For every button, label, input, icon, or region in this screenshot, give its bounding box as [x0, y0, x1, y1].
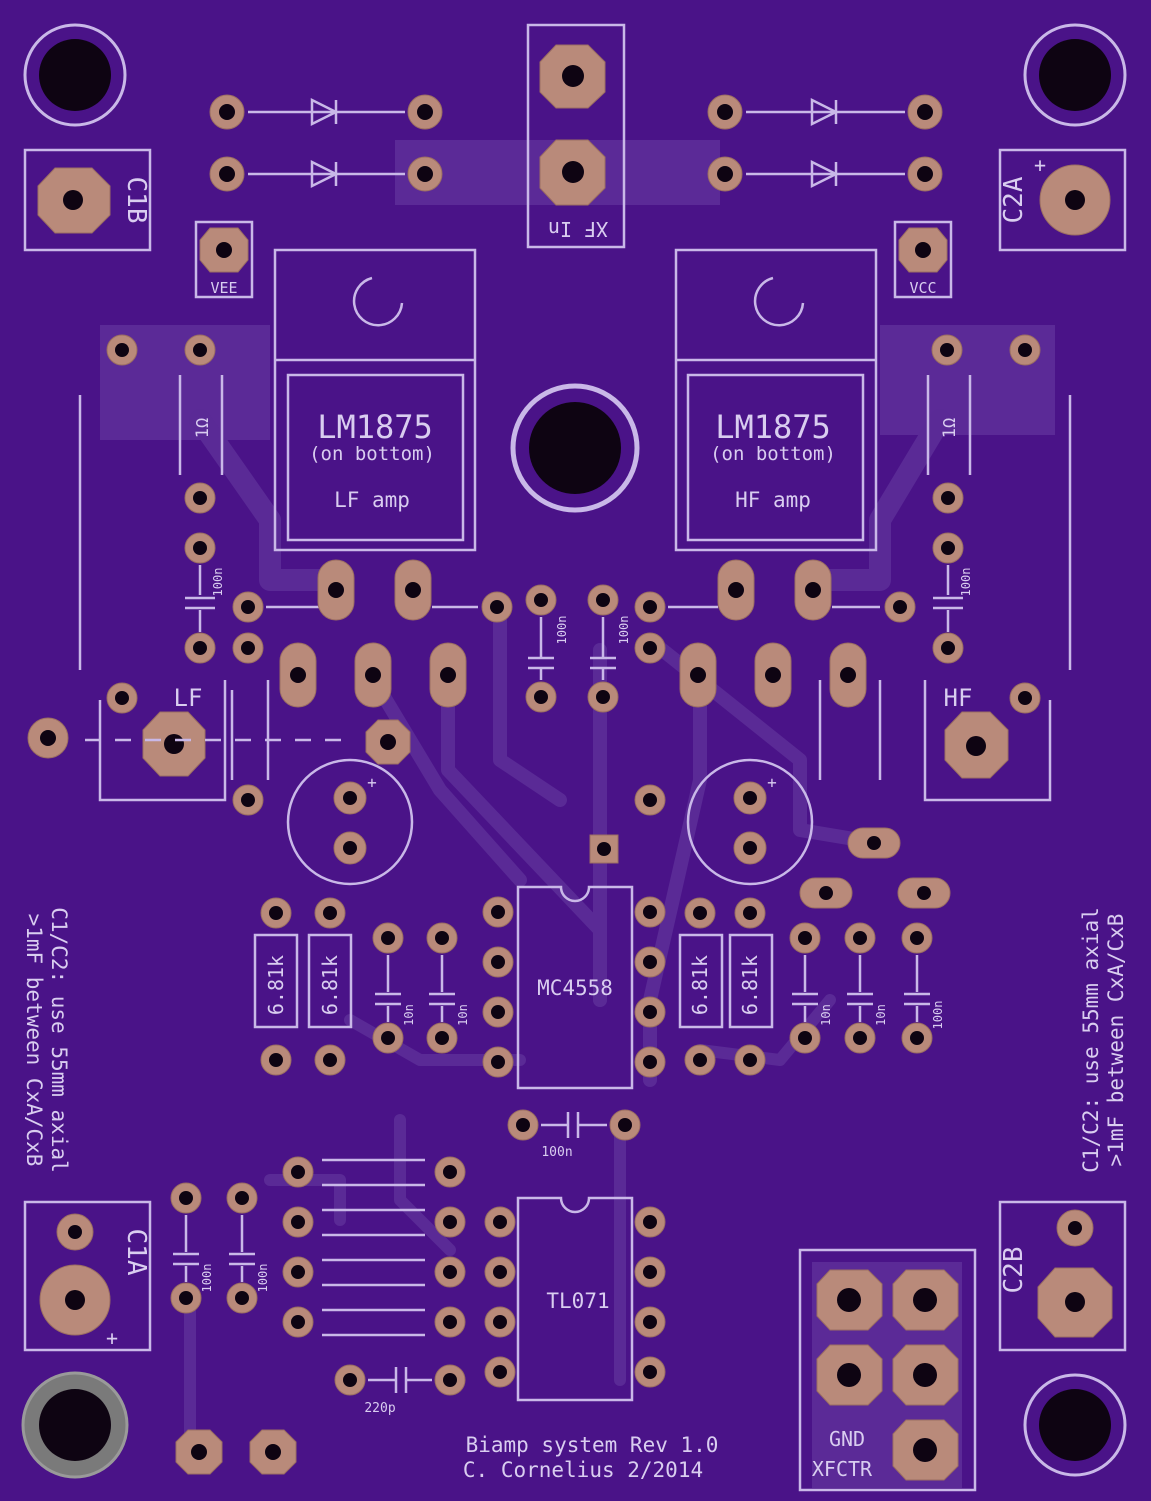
lf-chip-role: LF amp [334, 488, 410, 512]
svg-text:+: + [767, 773, 777, 792]
note-left-line2: >1mF between CxA/CxB [22, 914, 46, 1167]
r-681k-3-label: 6.81k [688, 955, 712, 1015]
cap-220p-label: 220p [364, 1401, 395, 1416]
r-1ohm-left-label: 1Ω [193, 418, 213, 438]
r-1ohm-right-label: 1Ω [940, 418, 960, 438]
c2b-terminal: C2B [998, 1200, 1127, 1352]
note-right-line1: C1/C2: use 55mm axial [1079, 907, 1103, 1173]
c1a-label: C1A [121, 1229, 151, 1276]
tl071-chip: TL071 [484, 1196, 666, 1402]
title-line-1: Biamp system Rev 1.0 [466, 1433, 719, 1457]
c2b-label: C2B [999, 1247, 1029, 1294]
svg-text:+: + [367, 773, 377, 792]
vee-label: VEE [210, 279, 237, 297]
lm1875-hf-amp: LM1875 (on bottom) HF amp [674, 248, 878, 552]
cap-220p: 220p [334, 1364, 466, 1416]
hf-chip-role: HF amp [735, 488, 811, 512]
c2a-label: C2A [999, 176, 1029, 223]
tl071-label: TL071 [546, 1289, 609, 1313]
c1a-terminal: C1A + [23, 1200, 152, 1352]
cap-100n-bridge-label: 100n [541, 1145, 572, 1160]
cap-10n-2-label: 10n [456, 1004, 470, 1026]
lf-resistor-pads [232, 559, 513, 708]
resistor-array [282, 1156, 466, 1338]
mount-hole-bottom-right [1023, 1373, 1127, 1477]
note-left: C1/C2: use 55mm axial >1mF between CxA/C… [22, 907, 71, 1173]
note-left-line1: C1/C2: use 55mm axial [47, 907, 71, 1173]
xf-in-label: XF In [548, 217, 608, 241]
c2a-plus: + [1034, 153, 1046, 177]
bottom-left-caps: 100n 100n [170, 1182, 270, 1314]
xfctr-label: XFCTR [812, 1457, 873, 1481]
electrolytic-cap-right: + [686, 758, 814, 886]
mount-hole-top-right [1023, 23, 1127, 127]
vee-pad: VEE [194, 220, 254, 299]
right-filter-network: 6.81k 6.81k 10n 10n 100n [678, 897, 945, 1076]
note-right: C1/C2: use 55mm axial >1mF between CxA/C… [1079, 907, 1128, 1173]
mount-hole-top-left [23, 23, 127, 127]
c2a-terminal: C2A + [998, 148, 1127, 252]
cap-100n-bl1-label: 100n [200, 1264, 214, 1293]
pour-left [100, 325, 270, 440]
note-right-line2: >1mF between CxA/CxB [1104, 914, 1128, 1167]
cap-10n-3-label: 10n [819, 1004, 833, 1026]
middle-100n-caps: 100n 100n [525, 584, 631, 713]
xf-in-connector: XF In [526, 23, 626, 249]
hf-resistor-pads [634, 559, 916, 708]
hf-chip-name: LM1875 [715, 408, 831, 446]
title-line-2: C. Cornelius 2/2014 [463, 1458, 703, 1482]
r-681k-2-label: 6.81k [318, 955, 342, 1015]
cap-10n-1-label: 10n [402, 1004, 416, 1026]
right-output-network: 1Ω 100n [926, 334, 1072, 670]
left-output-network: 1Ω 100n [78, 334, 225, 670]
cap-100n-bl2-label: 100n [256, 1264, 270, 1293]
bridge-cap-100n: 100n [507, 1109, 641, 1160]
lf-label: LF [174, 684, 203, 712]
diodes [209, 94, 943, 192]
c1b-label: C1B [121, 177, 151, 224]
gnd-label: GND [829, 1427, 865, 1451]
hf-input: HF [634, 680, 1052, 816]
vcc-label: VCC [909, 279, 936, 297]
lf-input: LF [27, 680, 411, 816]
mount-hole-center [510, 383, 640, 513]
c1b-terminal: C1B [23, 148, 152, 252]
hf-chip-note: (on bottom) [710, 443, 836, 465]
cap-100n-rr-label: 100n [931, 1001, 945, 1030]
r-681k-4-label: 6.81k [738, 955, 762, 1015]
cap-100n-right-label: 100n [959, 568, 973, 597]
cap-10n-4-label: 10n [874, 1004, 888, 1026]
mounting-holes [21, 23, 1127, 1479]
c1a-plus: + [106, 1326, 118, 1350]
lf-chip-name: LM1875 [317, 408, 433, 446]
mc4558-label: MC4558 [537, 976, 613, 1000]
lf-chip-note: (on bottom) [309, 443, 435, 465]
cap-100n-left-label: 100n [211, 568, 225, 597]
left-filter-network: 6.81k 6.81k 10n 10n [253, 897, 470, 1076]
hf-label: HF [944, 684, 973, 712]
vcc-pad: VCC [893, 220, 953, 299]
lm1875-lf-amp: LM1875 (on bottom) LF amp [273, 248, 477, 552]
electrolytic-cap-left: + [286, 758, 414, 886]
mc4558-chip: MC4558 [482, 885, 666, 1090]
cap-100n-ml-label: 100n [555, 616, 569, 645]
cap-100n-mr-label: 100n [617, 616, 631, 645]
r-681k-1-label: 6.81k [264, 955, 288, 1015]
xfctr-header: GND XFCTR [798, 1248, 977, 1492]
